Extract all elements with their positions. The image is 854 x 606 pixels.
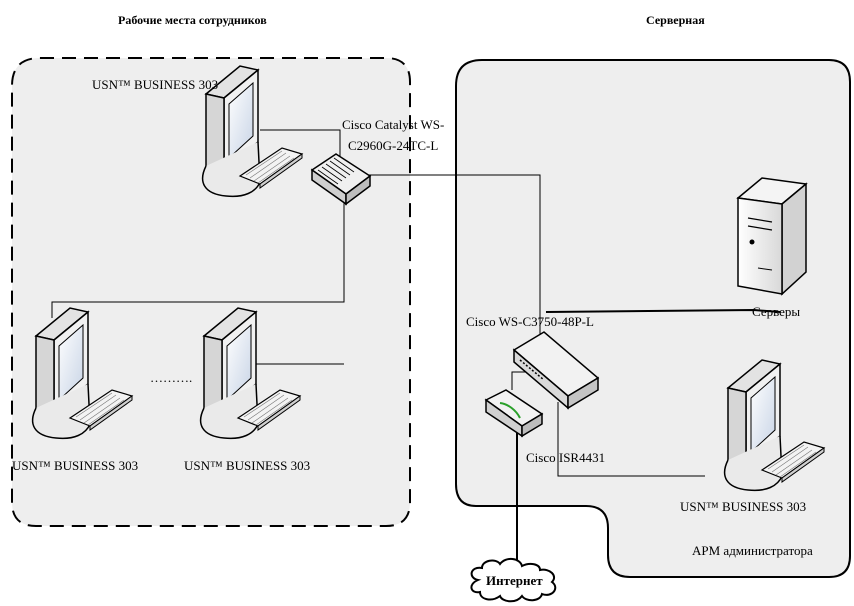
workstation-bottom-left-label: USN™ BUSINESS 303 <box>12 458 138 473</box>
server-room-title: Серверная <box>646 13 705 27</box>
workstation-top-label: USN™ BUSINESS 303 <box>92 77 218 92</box>
core-switch-icon[interactable] <box>512 331 600 410</box>
access-switch-label-line1: Cisco Catalyst WS- <box>342 117 444 132</box>
workstation-bottom-mid-label: USN™ BUSINESS 303 <box>184 458 310 473</box>
admin-workstation-label: USN™ BUSINESS 303 <box>680 499 806 514</box>
router-label: Cisco ISR4431 <box>526 450 605 465</box>
internet-label: Интернет <box>486 573 543 588</box>
workstations-title: Рабочие места сотрудников <box>118 13 267 27</box>
access-switch-label-line2: C2960G-24TC-L <box>348 138 438 153</box>
router-icon[interactable] <box>484 389 544 438</box>
ellipsis-label: ………. <box>150 370 192 385</box>
connections <box>51 129 781 566</box>
servers-label: Серверы <box>752 304 800 319</box>
core-switch-label: Cisco WS-C3750-48P-L <box>466 314 594 329</box>
server-icon[interactable] <box>736 177 808 296</box>
access-switch-icon[interactable] <box>310 153 372 206</box>
admin-workplace-label: АРМ администратора <box>692 543 813 558</box>
